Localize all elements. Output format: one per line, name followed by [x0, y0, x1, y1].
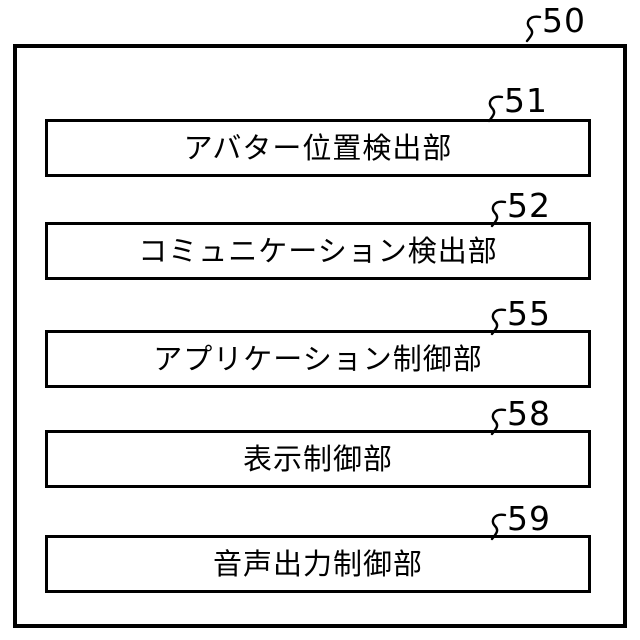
ref-number: 58 [507, 394, 551, 433]
ref-number: 52 [507, 186, 551, 225]
block-55-box: アプリケーション制御部 [45, 330, 591, 388]
block-51-box: アバター位置検出部 [45, 119, 591, 177]
block-52-label: コミュニケーション検出部 [138, 233, 498, 268]
ref-number: 51 [504, 81, 548, 120]
lead-line-icon [490, 408, 507, 436]
ref-label-51: 51 [486, 84, 548, 123]
block-58-label: 表示制御部 [242, 441, 393, 476]
ref-label-55: 55 [489, 297, 551, 336]
lead-line-icon [490, 200, 507, 228]
lead-line-icon [487, 95, 504, 123]
ref-label-50: 50 [524, 4, 586, 43]
lead-line-icon [490, 308, 507, 336]
ref-label-52: 52 [489, 189, 551, 228]
block-59-label: 音声出力制御部 [212, 546, 423, 581]
block-51-label: アバター位置検出部 [183, 130, 453, 165]
block-52-box: コミュニケーション検出部 [45, 222, 591, 280]
lead-line-icon [525, 15, 542, 43]
ref-number: 50 [542, 1, 586, 40]
block-59-box: 音声出力制御部 [45, 535, 591, 593]
ref-number: 59 [507, 499, 551, 538]
block-55-label: アプリケーション制御部 [153, 341, 483, 376]
ref-label-58: 58 [489, 397, 551, 436]
ref-label-59: 59 [489, 502, 551, 541]
lead-line-icon [490, 513, 507, 541]
block-58-box: 表示制御部 [45, 430, 591, 488]
ref-number: 55 [507, 294, 551, 333]
